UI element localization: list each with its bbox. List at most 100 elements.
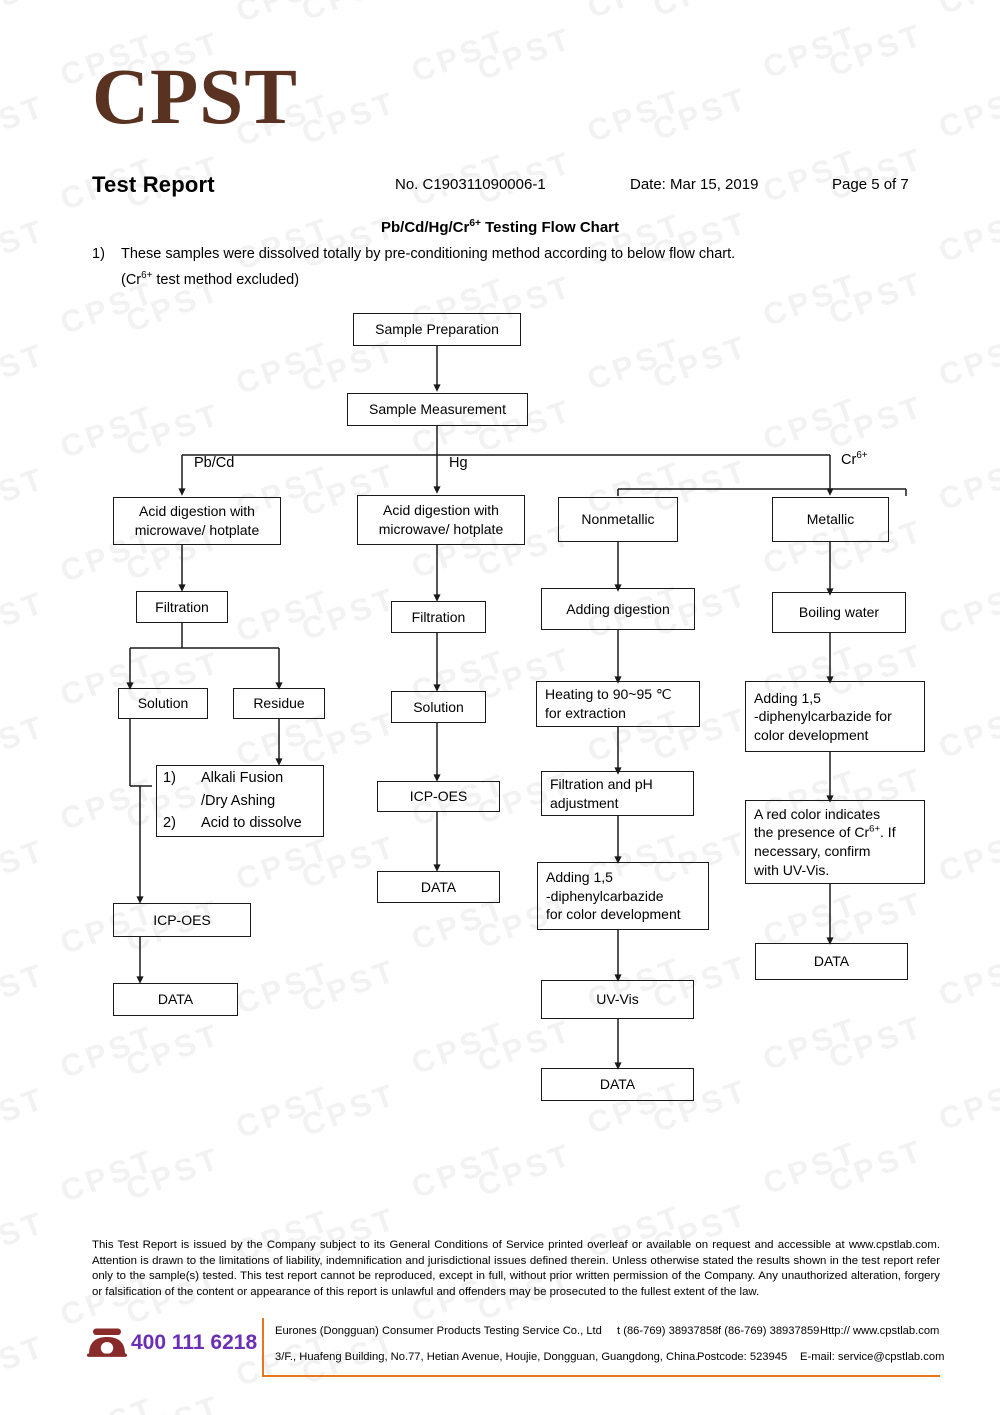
flow-box-pbcd-data: DATA [113,983,238,1016]
branch-label-hg: Hg [449,455,468,471]
flow-box-metallic-adding-dpc-line1: Adding 1,5 [754,689,821,706]
footer-telephone: t (86-769) 38937858 [617,1325,719,1337]
flow-box-metallic-adding-dpc-line2: -diphenylcarbazide for [754,708,892,725]
flow-box-pbcd-acid-digestion-line1: Acid digestion with [139,503,255,520]
flow-box-uv-vis-label: UV-Vis [596,991,639,1008]
flow-box-pbcd-acid-digestion-line2: microwave/ hotplate [134,522,260,538]
footer-horizontal-divider [262,1375,940,1377]
flow-box-pbcd-dissolve-step-1-continuation: /Dry Ashing [201,792,276,809]
flow-box-pbcd-icp-oes-label: ICP-OES [153,911,211,928]
flow-box-hg-filtration-label: Filtration [411,608,466,625]
footer-website[interactable]: Http:// www.cpstlab.com [820,1325,940,1337]
flow-box-pbcd-filtration-label: Filtration [155,598,209,615]
flow-box-nonmetallic-adding-dpc: Adding 1,5 -diphenylcarbazide for color … [537,862,709,930]
flow-box-pbcd-dissolve-spacer [163,790,201,812]
flow-box-nonmetallic-adding-dpc-line3: for color development [546,906,681,923]
flow-box-sample-measurement-label: Sample Measurement [369,401,506,418]
flow-box-nonmetallic-adding-dpc-line1: Adding 1,5 [546,869,613,886]
flow-box-pbcd-solution-label: Solution [137,695,189,712]
cpst-logo: CPST [92,54,298,141]
page-title: Test Report [92,172,215,197]
flow-box-pbcd-dissolve-steps: 1) Alkali Fusion /Dry Ashing 2) Acid to … [156,765,324,837]
flow-box-metallic-adding-dpc: Adding 1,5 -diphenylcarbazide for color … [745,681,925,752]
footer-vertical-divider [262,1318,264,1377]
flow-box-pbcd-dissolve-step-2: 2) Acid to dissolve [163,812,302,834]
footer-address: 3/F., Huafeng Building, No.77, Hetian Av… [275,1351,699,1363]
flow-chart-title-pre: Pb/Cd/Hg/Cr [380,219,470,236]
flow-box-red-color-indication: A red color indicates the presence of Cr… [745,800,925,884]
flow-box-sample-measurement: Sample Measurement [347,393,528,426]
note-line-2-post: test method excluded) [152,272,300,288]
branch-label-pbcd: Pb/Cd [194,455,235,471]
flow-box-red-color-line3: necessary, confirm [754,843,871,859]
flow-box-red-color-line2-post: . If [880,824,896,841]
flow-box-pbcd-residue-label: Residue [253,695,305,712]
flow-chart-title-post: Testing Flow Chart [480,219,620,236]
flow-box-hg-solution: Solution [391,691,486,723]
flow-box-pbcd-icp-oes: ICP-OES [113,903,251,937]
flow-box-pbcd-dissolve-step-1: 1) Alkali Fusion [163,767,302,789]
flow-box-heating-line2: for extraction [545,705,626,721]
flow-box-filtration-ph-line1: Filtration and pH [550,775,653,792]
flow-box-red-color-line1: A red color indicates [754,805,881,822]
flow-box-pbcd-dissolve-step-1-marker: 1) [163,770,176,787]
flow-box-red-color-line4: with UV-Vis. [754,861,830,878]
flow-box-metallic-data: DATA [755,943,908,980]
flow-box-pbcd-acid-digestion: Acid digestion with microwave/ hotplate [113,497,281,545]
flow-box-heating-line1: Heating to 90~95 ℃ [545,686,672,703]
hotline-number: 400 111 6218 [131,1331,258,1354]
flow-box-pbcd-dissolve-step-1-cont: /Dry Ashing [163,790,302,812]
branch-label-cr6-superscript: 6+ [856,450,868,462]
branch-label-cr6: Cr6+ [841,450,868,468]
note-line-2-pre: (Cr [121,272,142,288]
footer-disclaimer: This Test Report is issued by the Compan… [92,1239,940,1298]
flow-box-nonmetallic-data: DATA [541,1068,694,1101]
flow-box-metallic: Metallic [772,497,889,542]
flow-box-red-color-line2-superscript: 6+ [869,823,881,835]
flow-box-hg-acid-digestion-line1: Acid digestion with [383,502,499,519]
flow-box-pbcd-solution: Solution [118,688,208,719]
branch-label-cr6-pre: Cr [841,452,857,468]
flow-box-filtration-ph-line2: adjustment [550,794,619,811]
flow-box-filtration-ph: Filtration and pH adjustment [541,771,694,816]
report-date: Date: Mar 15, 2019 [630,176,759,193]
flow-box-hg-acid-digestion: Acid digestion with microwave/ hotplate [357,495,525,545]
footer-company-name: Eurones (Dongguan) Consumer Products Tes… [275,1325,602,1337]
flow-box-sample-preparation: Sample Preparation [353,313,521,346]
report-number: No. C190311090006-1 [395,176,546,193]
footer-email[interactable]: E-mail: service@cpstlab.com [800,1351,945,1363]
note-line-2: (Cr6+ test method excluded) [121,270,300,288]
report-header-row: Test Report No. C190311090006-1 Date: Ma… [0,172,1000,198]
flow-box-metallic-adding-dpc-line3: color development [754,726,869,743]
footer-postcode: Postcode: 523945 [697,1351,788,1363]
flow-box-boiling-water: Boiling water [772,592,906,633]
flow-box-pbcd-dissolve-step-2-marker: 2) [163,815,176,832]
flow-box-nonmetallic-label: Nonmetallic [581,511,655,528]
flow-box-heating: Heating to 90~95 ℃ for extraction [536,681,700,727]
flow-box-hg-data-label: DATA [420,878,457,895]
flow-chart-title: Pb/Cd/Hg/Cr6+ Testing Flow Chart [0,218,1000,236]
flow-box-hg-icp-oes: ICP-OES [377,781,500,812]
flow-box-uv-vis: UV-Vis [541,980,694,1019]
page-indicator: Page 5 of 7 [832,176,909,193]
flow-box-metallic-data-label: DATA [813,953,850,970]
flow-box-pbcd-dissolve-step-2-label: Acid to dissolve [201,815,302,832]
flow-box-metallic-label: Metallic [806,511,855,528]
flow-box-hg-data: DATA [377,871,500,903]
note-number: 1) [92,246,105,262]
flow-box-pbcd-dissolve-step-1-label: Alkali Fusion [201,770,284,787]
flow-box-hg-icp-oes-label: ICP-OES [409,788,468,805]
flow-box-hg-solution-label: Solution [413,698,464,715]
flow-box-pbcd-filtration: Filtration [136,591,228,623]
telephone-icon [87,1328,127,1357]
footer-fax: f (86-769) 38937859 [718,1325,820,1337]
flow-box-red-color-line2: the presence of Cr6+. If [754,823,916,842]
flow-box-nonmetallic-data-label: DATA [599,1076,636,1093]
flow-box-adding-digestion-label: Adding digestion [566,600,670,617]
flow-box-nonmetallic-adding-dpc-line2: -diphenylcarbazide [546,887,664,904]
flow-box-boiling-water-label: Boiling water [798,604,880,621]
flow-box-sample-preparation-label: Sample Preparation [375,321,499,338]
flow-box-pbcd-data-label: DATA [157,991,194,1008]
note-line-2-superscript: 6+ [141,270,153,282]
